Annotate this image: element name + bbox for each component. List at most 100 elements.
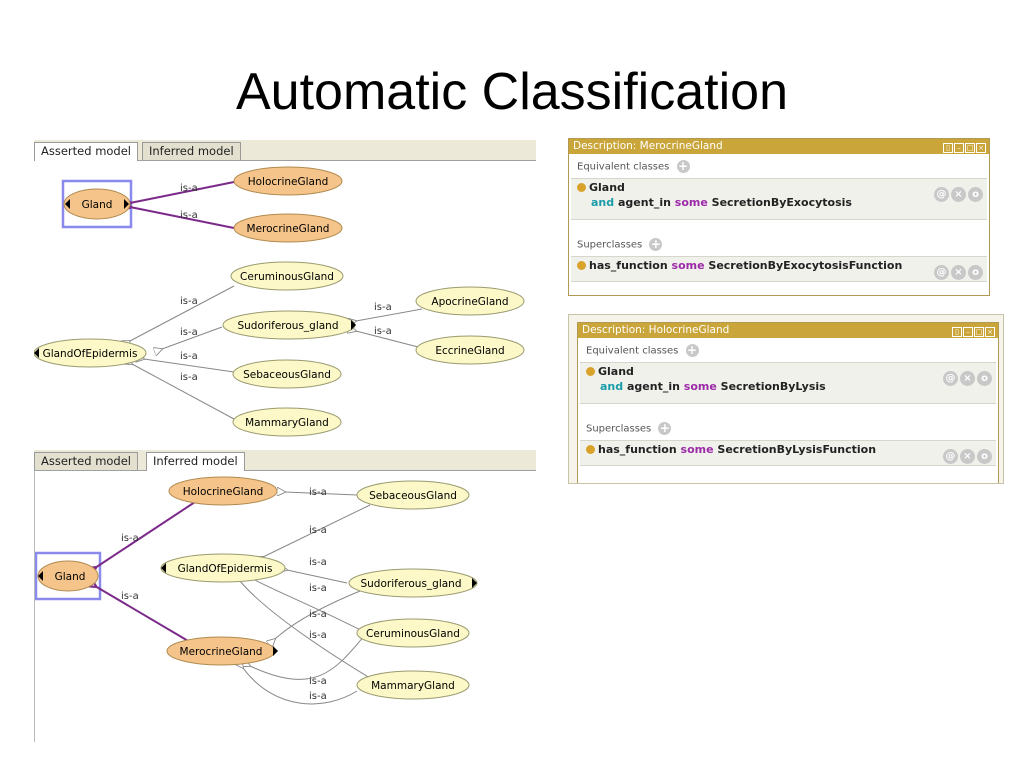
edge-label: is-a <box>180 372 198 383</box>
entry-actions: @×o <box>932 182 983 202</box>
property-name: agent_in <box>617 196 671 209</box>
tab-asserted-model[interactable]: Asserted model <box>34 142 139 161</box>
keyword-some: some <box>671 259 705 272</box>
node-gland-of-epidermis[interactable]: GlandOfEpidermis <box>160 553 286 583</box>
edge-label: is-a <box>309 525 327 536</box>
description-header: Description: MerocrineGland ▯–□× <box>569 139 989 154</box>
equivalent-class-entry[interactable]: Gland and agent_in some SecretionByLysis… <box>580 362 996 404</box>
edge-label: is-a <box>309 691 327 702</box>
close-icon[interactable]: × <box>976 143 986 153</box>
node-label: MammaryGland <box>245 417 329 429</box>
node-sudoriferous-gland[interactable]: Sudoriferous_gland <box>222 310 356 340</box>
equivalent-classes-label: Equivalent classes <box>586 345 679 357</box>
tab-inferred-model[interactable]: Inferred model <box>142 142 241 160</box>
node-label: EccrineGland <box>435 345 504 357</box>
node-holocrine-gland[interactable]: HolocrineGland <box>168 476 278 506</box>
maximize-icon[interactable]: □ <box>974 327 984 337</box>
restore-icon[interactable]: ▯ <box>943 143 953 153</box>
description-header: Description: HolocrineGland ▯–□× <box>578 323 998 338</box>
property-name: has_function <box>598 443 677 456</box>
node-mammary-gland[interactable]: MammaryGland <box>356 670 470 700</box>
delete-icon[interactable]: × <box>951 187 966 202</box>
description-panel-merocrine: Description: MerocrineGland ▯–□× Equival… <box>568 138 990 296</box>
node-merocrine-gland[interactable]: MerocrineGland <box>233 213 343 243</box>
edge-label: is-a <box>374 326 392 337</box>
edge-ceruminous-epidermis <box>130 285 235 341</box>
node-holocrine-gland[interactable]: HolocrineGland <box>233 166 343 196</box>
node-sebaceous-gland[interactable]: SebaceousGland <box>232 359 342 389</box>
tab-inferred-model[interactable]: Inferred model <box>146 452 245 471</box>
superclass-entry[interactable]: has_function some SecretionByExocytosisF… <box>571 256 987 282</box>
edge-holocrine-gland <box>95 501 196 568</box>
node-apocrine-gland[interactable]: ApocrineGland <box>415 286 525 316</box>
filler-class: SecretionByLysis <box>720 380 826 393</box>
node-label: Gland <box>82 199 113 211</box>
property-name: has_function <box>589 259 668 272</box>
superclasses-section: Superclasses + <box>578 416 998 440</box>
superclass-entry[interactable]: has_function some SecretionByLysisFuncti… <box>580 440 996 466</box>
restore-icon[interactable]: ▯ <box>952 327 962 337</box>
node-gland-of-epidermis[interactable]: GlandOfEpidermis <box>34 338 147 368</box>
equivalent-class-entry[interactable]: Gland and agent_in some SecretionByExocy… <box>571 178 987 220</box>
edge-apocrine-sudoriferous <box>356 308 423 321</box>
maximize-icon[interactable]: □ <box>965 143 975 153</box>
node-sebaceous-gland[interactable]: SebaceousGland <box>356 480 470 510</box>
edge-eccrine-sudoriferous <box>356 331 423 349</box>
node-gland[interactable]: Gland <box>63 188 131 220</box>
node-label: GlandOfEpidermis <box>43 348 138 360</box>
edge-mammary-merocrine <box>243 668 358 705</box>
superclasses-label: Superclasses <box>577 239 643 251</box>
edit-icon[interactable]: o <box>968 187 983 202</box>
node-ceruminous-gland[interactable]: CeruminousGland <box>356 618 470 648</box>
minimize-icon[interactable]: – <box>963 327 973 337</box>
delete-icon[interactable]: × <box>960 371 975 386</box>
tab-asserted-model[interactable]: Asserted model <box>34 452 139 470</box>
class-name: Gland <box>598 365 634 378</box>
filler-class: SecretionByExocytosisFunction <box>708 259 903 272</box>
keyword-some: some <box>680 443 714 456</box>
add-icon[interactable]: + <box>658 421 672 435</box>
edge-label: is-a <box>180 327 198 338</box>
close-icon[interactable]: × <box>985 327 995 337</box>
window-buttons: ▯–□× <box>942 141 986 156</box>
node-eccrine-gland[interactable]: EccrineGland <box>415 335 525 365</box>
node-ceruminous-gland[interactable]: CeruminousGland <box>230 261 344 291</box>
node-gland[interactable]: Gland <box>37 560 99 592</box>
asserted-graph: is-a is-a is-a is-a is-a is-a is-a is-a … <box>34 166 525 437</box>
entry-actions: @×o <box>932 260 983 280</box>
delete-icon[interactable]: × <box>951 265 966 280</box>
edge-sebaceous-epidermis <box>263 504 371 557</box>
node-label: GlandOfEpidermis <box>178 563 273 575</box>
description-frame: Description: HolocrineGland ▯–□× Equival… <box>577 322 999 483</box>
delete-icon[interactable]: × <box>960 449 975 464</box>
edit-icon[interactable]: o <box>968 265 983 280</box>
edge-label: is-a <box>309 583 327 594</box>
add-icon[interactable]: + <box>685 343 699 357</box>
description-title: Description: MerocrineGland <box>573 140 723 152</box>
add-icon[interactable]: + <box>676 159 690 173</box>
minimize-icon[interactable]: – <box>954 143 964 153</box>
edit-icon[interactable]: o <box>977 371 992 386</box>
node-merocrine-gland[interactable]: MerocrineGland <box>166 636 278 666</box>
at-icon[interactable]: @ <box>934 187 949 202</box>
at-icon[interactable]: @ <box>943 371 958 386</box>
node-label: CeruminousGland <box>240 271 334 283</box>
inferred-graph: is-a is-a is-a is-a is-a is-a is-a is-a … <box>34 471 478 742</box>
keyword-and: and <box>600 380 624 393</box>
edge-label: is-a <box>309 557 327 568</box>
at-icon[interactable]: @ <box>934 265 949 280</box>
filler-class: SecretionByExocytosis <box>711 196 852 209</box>
edge-sebaceous-holocrine <box>285 492 358 495</box>
node-sudoriferous-gland[interactable]: Sudoriferous_gland <box>348 568 478 598</box>
node-label: SebaceousGland <box>243 369 331 381</box>
restriction-icon <box>586 445 595 454</box>
add-icon[interactable]: + <box>649 237 663 251</box>
at-icon[interactable]: @ <box>943 449 958 464</box>
equivalent-classes-section: Equivalent classes + <box>569 154 989 178</box>
node-mammary-gland[interactable]: MammaryGland <box>232 407 342 437</box>
edge-label: is-a <box>180 351 198 362</box>
entry-actions: @×o <box>941 366 992 386</box>
keyword-some: some <box>683 380 717 393</box>
entry-actions: @×o <box>941 444 992 464</box>
edit-icon[interactable]: o <box>977 449 992 464</box>
